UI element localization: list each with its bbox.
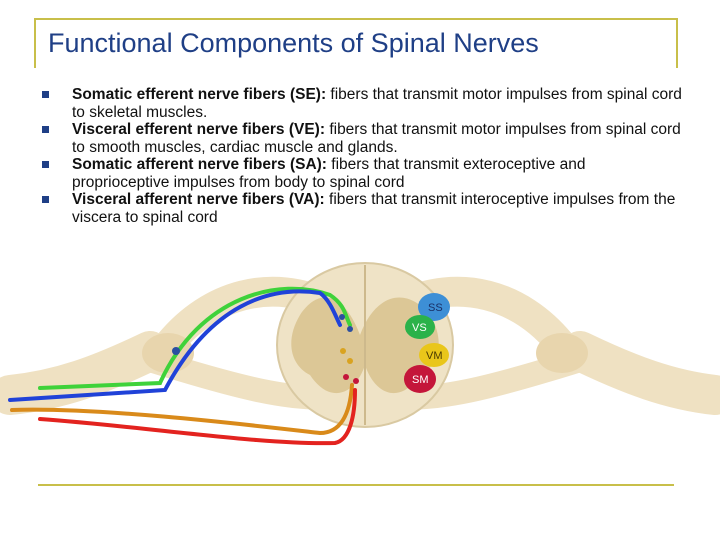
bullet-text: fibers that transmit interoceptive impul…: [72, 191, 676, 226]
region-label-ss: SS: [428, 302, 443, 314]
bullet-list: Somatic efferent nerve fibers (SE): fibe…: [42, 86, 682, 226]
fiber-somatic-efferent: [38, 388, 357, 446]
bullet-term: Visceral afferent nerve fibers (VA):: [72, 191, 325, 208]
neuron-cell-bodies: [172, 314, 359, 384]
title-frame-top: [34, 18, 678, 20]
bullet-item-sa: Somatic afferent nerve fibers (SA): fibe…: [42, 156, 682, 191]
region-label-vs: VS: [412, 322, 427, 334]
title-frame-right: [676, 18, 678, 68]
bullet-text: fibers that transmit motor impulses from…: [72, 121, 681, 156]
page-title: Functional Components of Spinal Nerves: [48, 28, 539, 58]
square-bullet-icon: [42, 126, 49, 133]
bullet-term: Somatic afferent nerve fibers (SA):: [72, 156, 327, 173]
fiber-visceral-afferent: [38, 286, 352, 390]
bottom-rule: [38, 484, 674, 486]
square-bullet-icon: [42, 161, 49, 168]
bullet-text: fibers that transmit exteroceptive and p…: [72, 156, 586, 191]
square-bullet-icon: [42, 91, 49, 98]
region-vm: [419, 343, 449, 367]
bullet-term: Visceral efferent nerve fibers (VE):: [72, 121, 325, 138]
region-ss: [418, 293, 450, 321]
region-label-vm: VM: [426, 350, 443, 362]
bullet-item-se: Somatic efferent nerve fibers (SE): fibe…: [42, 86, 682, 121]
spinal-cord-section: [276, 262, 454, 428]
square-bullet-icon: [42, 196, 49, 203]
region-sm: [404, 365, 436, 393]
bullet-term: Somatic efferent nerve fibers (SE):: [72, 86, 327, 103]
spinal-cord-diagram: SS VS VM SM: [0, 262, 720, 446]
fiber-somatic-afferent: [8, 289, 342, 402]
dorsal-root-ganglion-right: [536, 333, 588, 373]
title-frame-left: [34, 18, 36, 68]
fiber-visceral-efferent: [10, 383, 354, 436]
bullet-item-va: Visceral afferent nerve fibers (VA): fib…: [42, 191, 682, 226]
bullet-text: fibers that transmit motor impulses from…: [72, 86, 682, 121]
region-vs: [405, 315, 435, 339]
bullet-item-ve: Visceral efferent nerve fibers (VE): fib…: [42, 121, 682, 156]
region-label-sm: SM: [412, 374, 429, 386]
